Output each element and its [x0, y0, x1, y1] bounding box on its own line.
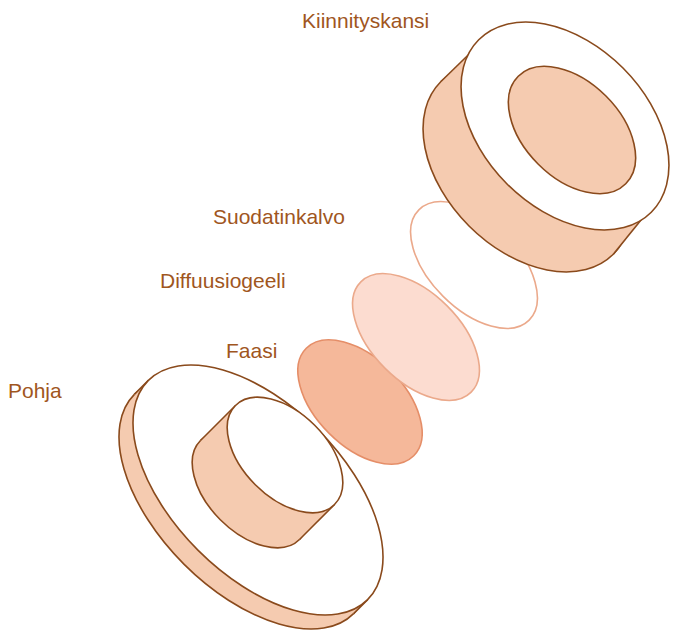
part-label: Faasi — [226, 338, 277, 363]
part-label: Diffuusiogeeli — [160, 268, 286, 293]
part-label: Kiinnityskansi — [302, 8, 429, 33]
part-label: Pohja — [8, 378, 62, 403]
cap-part — [383, 0, 688, 312]
part-label: Suodatinkalvo — [213, 204, 345, 229]
cap-face — [421, 0, 688, 270]
cap-recess — [484, 42, 659, 217]
